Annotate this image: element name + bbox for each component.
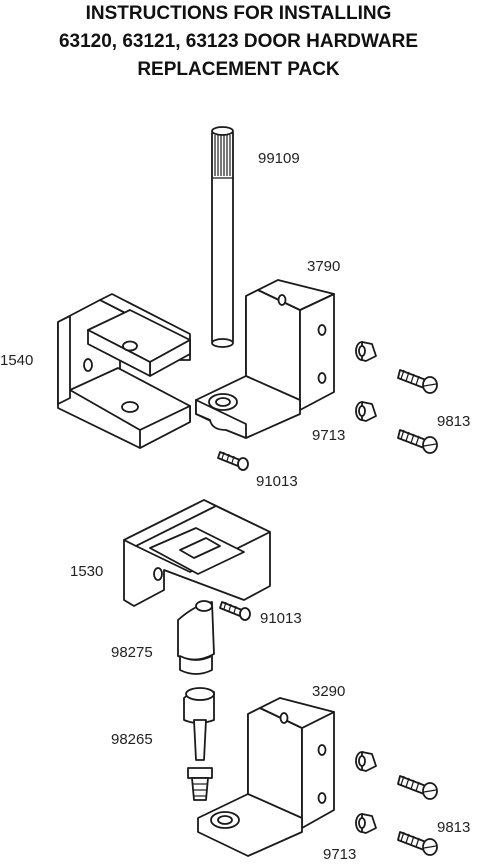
bottom-bracket-part — [197, 697, 335, 857]
label-top-screw-short: 9713 — [312, 427, 345, 444]
top-short-screw-upper — [355, 341, 377, 362]
title-line-1: INSTRUCTIONS FOR INSTALLING — [85, 3, 392, 24]
bottom-long-screw-lower — [397, 831, 438, 856]
label-top-wood-screw: 91013 — [256, 473, 298, 490]
label-lower-cam: 98265 — [111, 731, 153, 748]
top-hinge-block-part — [57, 293, 191, 449]
top-long-screw-lower — [397, 429, 438, 454]
label-top-hinge-block: 1540 — [0, 352, 33, 369]
label-upper-cam: 98275 — [111, 644, 153, 661]
top-short-screw-lower — [355, 401, 377, 422]
top-long-screw-upper — [397, 369, 438, 394]
title-line-3: REPLACEMENT PACK — [137, 59, 340, 80]
label-bottom-bracket: 3290 — [312, 683, 345, 700]
lower-cam-part — [183, 687, 215, 801]
bottom-hinge-block-part — [123, 499, 271, 607]
top-wood-screw-part — [217, 451, 249, 471]
label-bottom-wood-screw: 91013 — [260, 610, 302, 627]
label-top-screw-long: 9813 — [437, 413, 470, 430]
pin-part — [211, 126, 234, 348]
upper-cam-part — [177, 600, 215, 675]
label-pin: 99109 — [258, 150, 300, 167]
label-bottom-screw-short: 9713 — [323, 846, 356, 863]
bottom-wood-screw-part — [219, 601, 251, 621]
title-line-2: 63120, 63121, 63123 DOOR HARDWARE — [58, 31, 419, 52]
bottom-short-screw-lower — [355, 813, 377, 834]
top-bracket-part — [195, 279, 335, 439]
bottom-long-screw-upper — [397, 775, 438, 800]
label-top-bracket: 3790 — [307, 258, 340, 275]
label-bottom-hinge-block: 1530 — [70, 563, 103, 580]
bottom-short-screw-upper — [355, 751, 377, 772]
page-title: INSTRUCTIONS FOR INSTALLING 63120, 63121… — [0, 0, 477, 84]
label-bottom-screw-long: 9813 — [437, 819, 470, 836]
